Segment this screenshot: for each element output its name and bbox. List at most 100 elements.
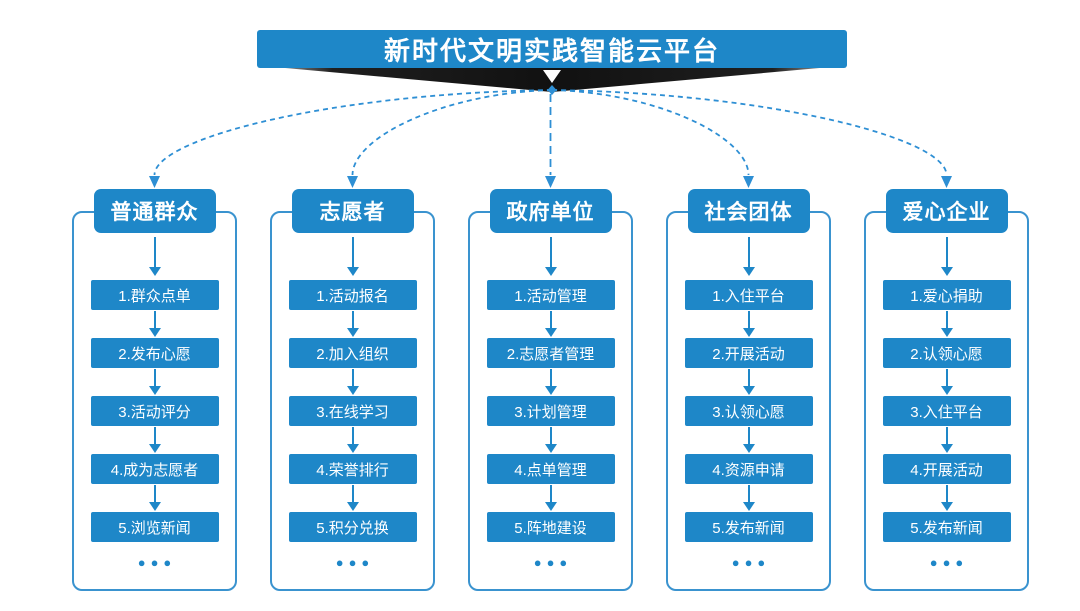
step-list: 1.活动管理 2.志愿者管理 3.计划管理 [486, 233, 615, 542]
step-box: 1.入住平台 [684, 280, 813, 310]
down-arrow-icon [346, 233, 359, 280]
down-arrow-icon [940, 233, 953, 280]
step-box: 5.积分兑换 [288, 512, 417, 542]
step-group: 5.浏览新闻 [90, 484, 219, 542]
down-arrow-icon [544, 233, 557, 280]
connector-arrowhead-icon [743, 176, 754, 188]
step-group: 5.积分兑换 [288, 484, 417, 542]
dashed-connector [551, 89, 750, 176]
step-box: 5.发布新闻 [882, 512, 1011, 542]
step-group: 4.荣誉排行 [288, 426, 417, 484]
role-column: 普通群众 1.群众点单 2.发布心愿 [72, 189, 237, 591]
dashed-connector [153, 89, 553, 176]
down-arrow-icon [742, 426, 755, 454]
step-group: 3.在线学习 [288, 368, 417, 426]
step-group: 2.认领心愿 [882, 310, 1011, 368]
more-steps-ellipsis: ●●● [731, 555, 771, 570]
down-arrow-icon [742, 233, 755, 280]
platform-title-banner: 新时代文明实践智能云平台 [257, 30, 847, 68]
down-arrow-icon [346, 426, 359, 454]
step-box: 1.群众点单 [90, 280, 219, 310]
connector-arrowhead-icon [149, 176, 160, 188]
step-box: 2.加入组织 [288, 338, 417, 368]
step-list: 1.入住平台 2.开展活动 3.认领心愿 [684, 233, 813, 542]
step-box: 5.发布新闻 [684, 512, 813, 542]
connector-arrowhead-icon [347, 176, 358, 188]
platform-title: 新时代文明实践智能云平台 [383, 35, 720, 66]
step-list: 1.活动报名 2.加入组织 3.在线学习 [288, 233, 417, 542]
role-header: 志愿者 [291, 189, 414, 233]
step-group: 3.认领心愿 [684, 368, 813, 426]
down-arrow-icon [346, 368, 359, 396]
role-column: 社会团体 1.入住平台 2.开展活动 [666, 189, 831, 591]
step-group: 3.入住平台 [882, 368, 1011, 426]
step-box: 1.爱心捐助 [882, 280, 1011, 310]
role-header: 政府单位 [489, 189, 612, 233]
step-group: 5.发布新闻 [684, 484, 813, 542]
step-box: 2.开展活动 [684, 338, 813, 368]
role-column: 爱心企业 1.爱心捐助 2.认领心愿 [864, 189, 1029, 591]
more-steps-ellipsis: ●●● [137, 555, 177, 570]
down-arrow-icon [940, 368, 953, 396]
step-box: 1.活动管理 [486, 280, 615, 310]
down-arrow-icon [544, 310, 557, 338]
down-arrow-icon [940, 310, 953, 338]
step-box: 1.活动报名 [288, 280, 417, 310]
down-arrow-icon [148, 310, 161, 338]
role-column: 政府单位 1.活动管理 2.志愿者管理 [468, 189, 633, 591]
step-box: 3.计划管理 [486, 396, 615, 426]
connector-arrowhead-icon [941, 176, 952, 188]
step-group: 4.点单管理 [486, 426, 615, 484]
step-list: 1.群众点单 2.发布心愿 3.活动评分 [90, 233, 219, 542]
role-column: 志愿者 1.活动报名 2.加入组织 [270, 189, 435, 591]
step-box: 2.志愿者管理 [486, 338, 615, 368]
down-arrow-icon [742, 310, 755, 338]
step-box: 4.成为志愿者 [90, 454, 219, 484]
dashed-connector [351, 89, 553, 176]
step-group: 5.发布新闻 [882, 484, 1011, 542]
step-box: 5.浏览新闻 [90, 512, 219, 542]
step-group: 1.爱心捐助 [882, 233, 1011, 310]
step-group: 4.开展活动 [882, 426, 1011, 484]
role-header: 爱心企业 [885, 189, 1008, 233]
step-list: 1.爱心捐助 2.认领心愿 3.入住平台 [882, 233, 1011, 542]
down-arrow-icon [940, 426, 953, 454]
step-group: 2.开展活动 [684, 310, 813, 368]
more-steps-ellipsis: ●●● [533, 555, 573, 570]
step-box: 3.在线学习 [288, 396, 417, 426]
down-arrow-icon [940, 484, 953, 512]
role-header: 普通群众 [93, 189, 216, 233]
step-group: 2.发布心愿 [90, 310, 219, 368]
step-group: 1.活动报名 [288, 233, 417, 310]
down-arrow-icon [148, 426, 161, 454]
step-box: 4.资源申请 [684, 454, 813, 484]
step-group: 2.加入组织 [288, 310, 417, 368]
down-arrow-icon [544, 368, 557, 396]
connector-arrowhead-icon [545, 176, 556, 188]
step-box: 3.认领心愿 [684, 396, 813, 426]
step-box: 4.荣誉排行 [288, 454, 417, 484]
down-arrow-icon [742, 484, 755, 512]
step-box: 4.开展活动 [882, 454, 1011, 484]
down-arrow-icon [346, 484, 359, 512]
step-group: 5.阵地建设 [486, 484, 615, 542]
step-group: 4.资源申请 [684, 426, 813, 484]
more-steps-ellipsis: ●●● [929, 555, 969, 570]
down-arrow-icon [148, 233, 161, 280]
step-box: 2.认领心愿 [882, 338, 1011, 368]
step-group: 2.志愿者管理 [486, 310, 615, 368]
step-group: 1.入住平台 [684, 233, 813, 310]
down-arrow-icon [742, 368, 755, 396]
role-header: 社会团体 [687, 189, 810, 233]
step-group: 4.成为志愿者 [90, 426, 219, 484]
banner-down-arrow-icon [543, 70, 561, 83]
step-group: 3.计划管理 [486, 368, 615, 426]
down-arrow-icon [544, 484, 557, 512]
step-box: 5.阵地建设 [486, 512, 615, 542]
step-group: 1.群众点单 [90, 233, 219, 310]
down-arrow-icon [544, 426, 557, 454]
more-steps-ellipsis: ●●● [335, 555, 375, 570]
step-group: 1.活动管理 [486, 233, 615, 310]
